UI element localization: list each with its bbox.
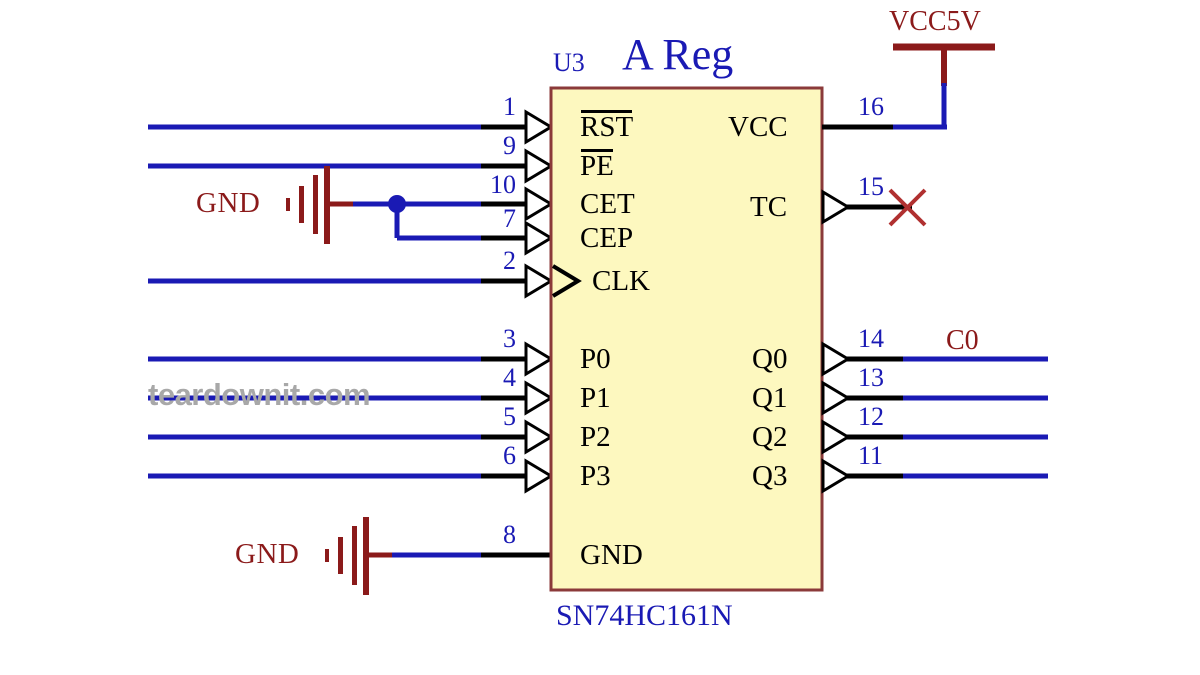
pin-number-1: 1 [503, 92, 516, 121]
pin-name-vcc: VCC [728, 111, 788, 143]
pin-name-q1: Q1 [752, 382, 788, 414]
pin-number-2: 2 [503, 246, 516, 275]
pin-name-rst: RST [580, 110, 634, 143]
pin-name-p3: P3 [580, 460, 611, 492]
pin-number-12: 12 [858, 402, 884, 431]
pin-number-11: 11 [858, 441, 884, 470]
net-label-vcc5v: VCC5V [889, 6, 981, 37]
net-label-c0: C0 [946, 325, 979, 356]
overbar-rst: RST [580, 110, 634, 143]
gnd-upper-label: GND [196, 187, 261, 219]
pin-name-tc: TC [750, 191, 788, 223]
pin-name-q3: Q3 [752, 460, 788, 492]
pin-name-cet: CET [580, 188, 635, 220]
ic-reference-designator: U3 [553, 48, 585, 77]
no-connect-marker-icon [888, 188, 927, 227]
left-input-arrows [524, 109, 554, 494]
gnd-upper-symbol [286, 166, 355, 244]
pin-name-p2: P2 [580, 421, 611, 453]
pin-number-16: 16 [858, 92, 884, 121]
pin-number-4: 4 [503, 363, 516, 392]
pin-number-3: 3 [503, 324, 516, 353]
pin-name-pe: PE [580, 149, 614, 182]
gnd-lower-symbol [325, 517, 394, 595]
pin-number-13: 13 [858, 363, 884, 392]
right-output-nets [903, 356, 1048, 479]
pin-number-6: 6 [503, 441, 516, 470]
vcc5v-power-symbol [893, 43, 995, 86]
pin-number-10: 10 [490, 170, 516, 199]
right-pin-stubs [822, 124, 912, 479]
pin-name-clk: CLK [592, 265, 650, 297]
pin-number-14: 14 [858, 324, 884, 353]
pin-name-gnd: GND [580, 539, 643, 571]
pin-number-15: 15 [858, 172, 884, 201]
vcc5v-net [893, 83, 947, 130]
gnd-upper-net [353, 195, 483, 241]
ic-body-rect [549, 86, 824, 592]
pin-name-p0: P0 [580, 343, 611, 375]
pin-number-8: 8 [503, 520, 516, 549]
net-junction-dot [388, 195, 406, 213]
pin-number-7: 7 [503, 204, 516, 233]
gnd-lower-label: GND [235, 538, 300, 570]
pin-name-q2: Q2 [752, 421, 788, 453]
pin-number-5: 5 [503, 402, 516, 431]
pin-name-cep: CEP [580, 222, 634, 254]
pin-name-q0: Q0 [752, 343, 788, 375]
pin-number-9: 9 [503, 131, 516, 160]
ic-title: A Reg [622, 30, 734, 79]
ic-part-number: SN74HC161N [556, 599, 733, 632]
site-watermark: teardownit.com [148, 377, 371, 412]
pin-name-p1: P1 [580, 382, 611, 414]
clock-input-marker [551, 264, 582, 298]
left-input-nets [148, 124, 483, 479]
overbar-pe: PE [580, 149, 614, 182]
right-output-arrows [821, 189, 851, 494]
